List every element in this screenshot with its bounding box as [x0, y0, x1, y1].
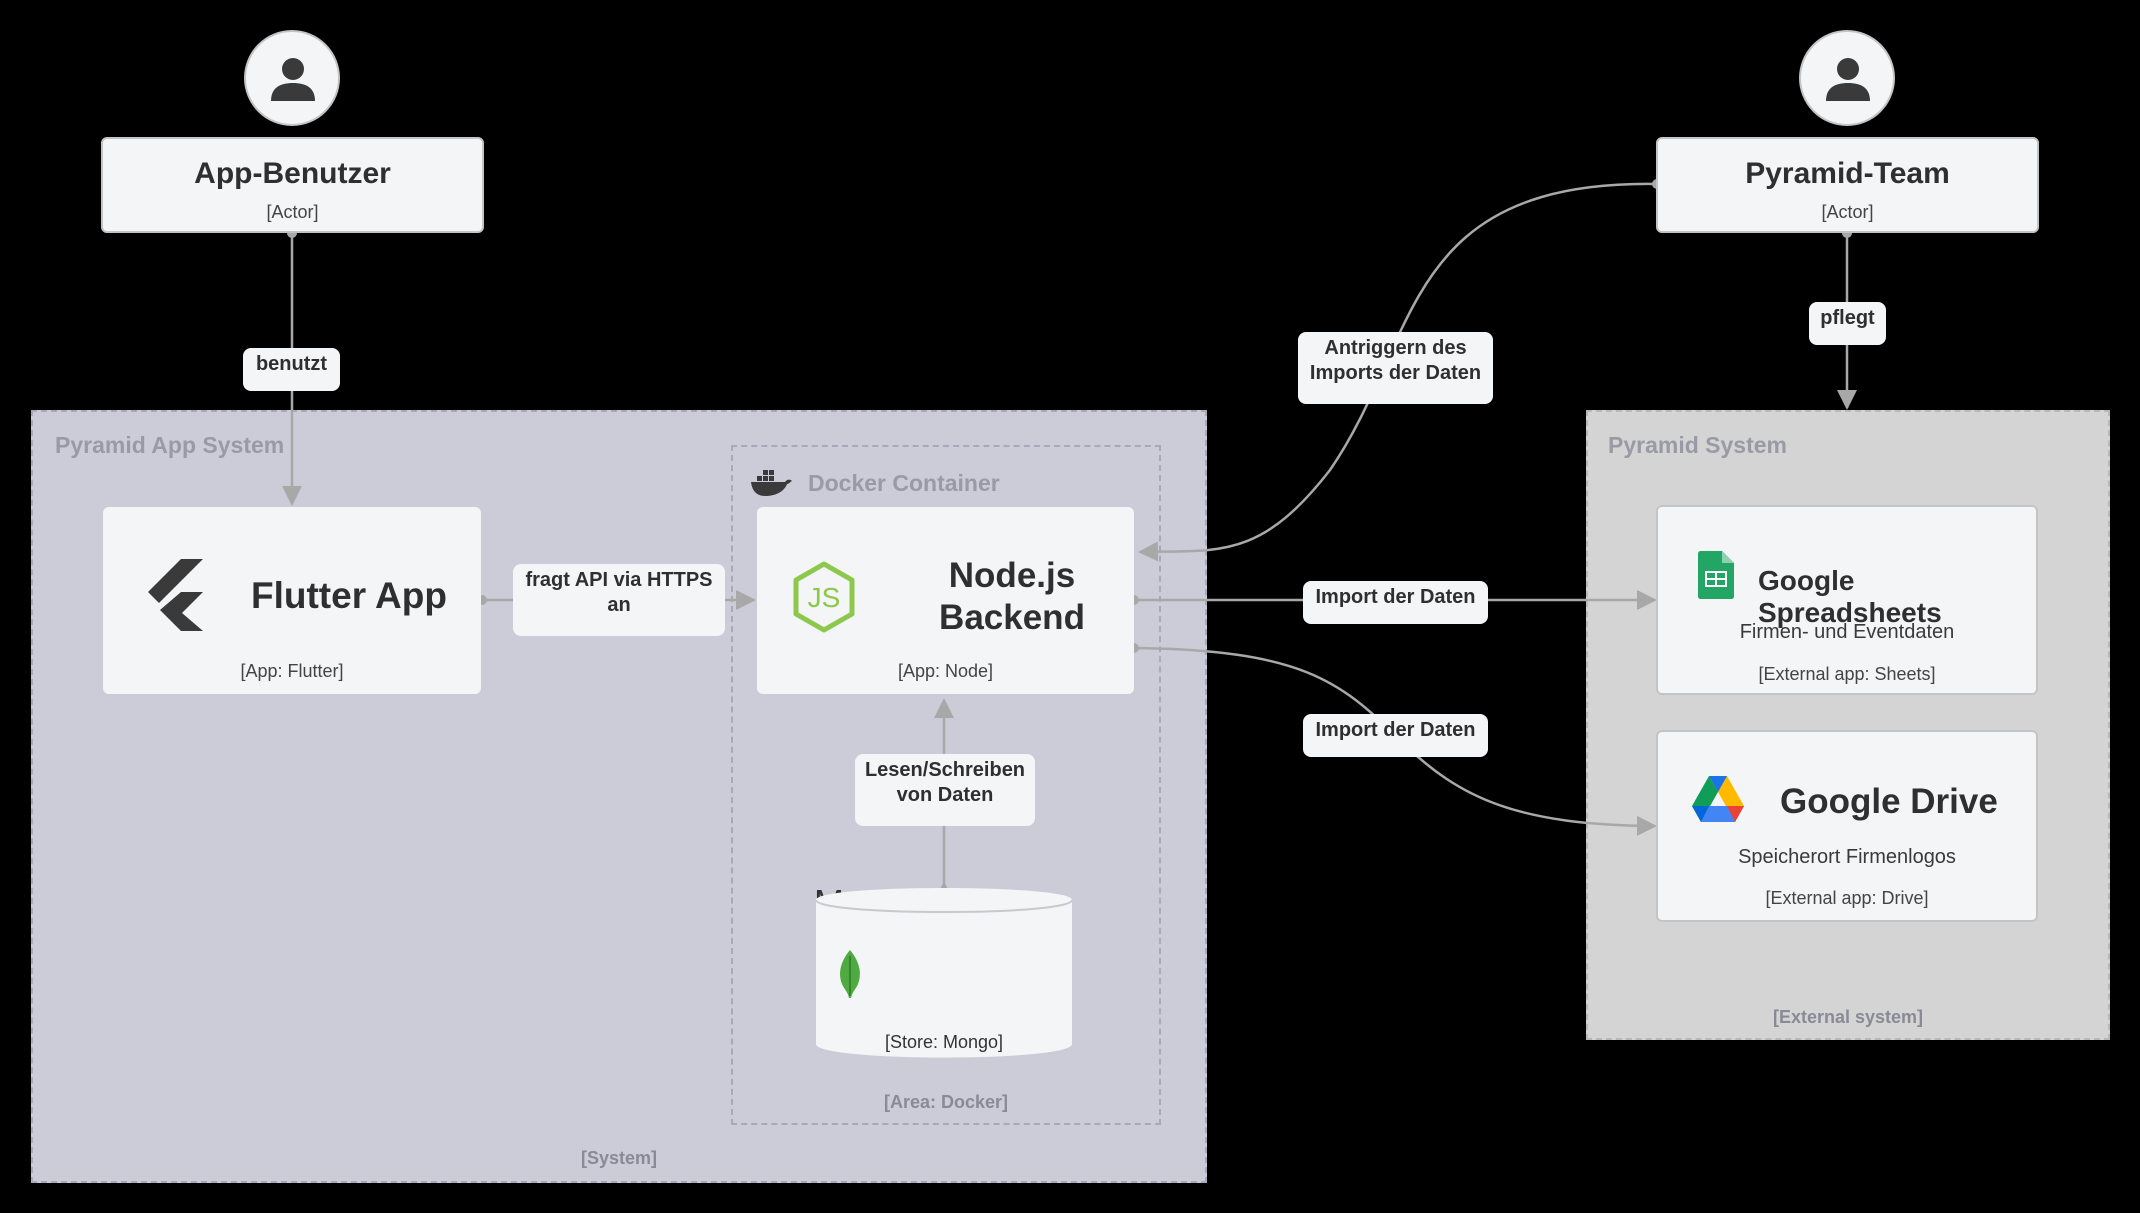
edge-label-trigger-line2: Imports der Daten — [1309, 362, 1482, 384]
docker-tag: [Area: Docker] — [883, 1092, 1009, 1112]
google-drive-name: Google Drive — [1780, 782, 1998, 821]
team-name: Pyramid-Team — [1745, 157, 1950, 190]
flutter-app-node[interactable]: Flutter App [App: Flutter] — [103, 507, 481, 694]
node-backend-tag: [App: Node] — [897, 661, 994, 681]
mongodb-tag: [Store: Mongo] — [884, 1032, 1004, 1052]
app-system-title: Pyramid App System — [55, 432, 285, 458]
edge-label-import-sheets: Import der Daten — [1303, 581, 1488, 624]
person-icon — [271, 58, 315, 101]
nodejs-icon: JS — [793, 561, 855, 633]
edge-label-rw-line1: Lesen/Schreiben — [864, 759, 1026, 781]
edge-label-trigger: Antriggern des Imports der Daten — [1298, 332, 1493, 404]
google-drive-node[interactable]: Google Drive Speicherort Firmenlogos [Ex… — [1656, 730, 2038, 922]
edge-team-to-node — [1138, 182, 1658, 562]
external-system-title: Pyramid System — [1608, 432, 1787, 458]
edge-label-rw-line2: von Daten — [896, 784, 994, 806]
google-spreadsheets-node[interactable]: Google Spreadsheets Firmen- und Eventdat… — [1656, 505, 2038, 695]
node-backend-name-line1: Node.js — [948, 556, 1076, 595]
edge-label-api: fragt API via HTTPS an — [513, 564, 725, 636]
edge-label-trigger-line1: Antriggern des — [1324, 337, 1467, 359]
google-sheets-icon — [1698, 551, 1734, 599]
mongodb-store[interactable]: MongoDB [Store: Mongo] — [814, 882, 1074, 1062]
team-actor[interactable]: Pyramid-Team [Actor] — [1656, 137, 2039, 233]
edge-label-benutzt: benutzt — [243, 348, 340, 391]
google-spreadsheets-desc: Firmen- und Eventdaten — [1739, 621, 1955, 643]
google-spreadsheets-tag: [External app: Sheets] — [1758, 664, 1936, 684]
app-user-tag: [Actor] — [266, 202, 319, 222]
edge-label-api-line1: fragt API via HTTPS — [525, 569, 713, 591]
docker-title: Docker Container — [808, 470, 1000, 496]
flutter-app-tag: [App: Flutter] — [240, 661, 344, 681]
docker-icon — [749, 467, 793, 502]
edge-label-pflegt: pflegt — [1809, 302, 1886, 345]
flutter-icon — [148, 559, 203, 631]
node-backend-name-line2: Backend — [939, 598, 1085, 637]
edge-label-import-drive: Import der Daten — [1303, 714, 1488, 757]
edge-label-api-line2: an — [607, 594, 631, 616]
app-user-name: App-Benutzer — [194, 157, 391, 190]
google-drive-desc: Speicherort Firmenlogos — [1738, 846, 1956, 868]
edge-label-read-write: Lesen/Schreiben von Daten — [855, 754, 1035, 826]
google-drive-icon — [1692, 776, 1744, 822]
google-spreadsheets-name: Google Spreadsheets — [1758, 565, 1942, 628]
external-system-tag: [External system] — [1772, 1007, 1924, 1027]
team-avatar — [1799, 30, 1895, 126]
node-backend-name: Node.js Backend — [897, 555, 1127, 639]
team-tag: [Actor] — [1821, 202, 1874, 222]
mongodb-icon — [840, 950, 860, 998]
google-drive-tag: [External app: Drive] — [1765, 888, 1929, 908]
node-backend-node[interactable]: JS Node.js Backend [App: Node] — [757, 507, 1134, 694]
svg-text:JS: JS — [808, 582, 841, 613]
flutter-app-name: Flutter App — [251, 575, 447, 616]
person-icon — [1826, 58, 1870, 101]
docker-container-boundary: Docker Container [Area: Docker] — [731, 445, 1161, 1125]
app-user-avatar — [244, 30, 340, 126]
app-system-tag: [System] — [580, 1148, 658, 1168]
cylinder-shape — [815, 888, 1073, 1058]
app-user-actor[interactable]: App-Benutzer [Actor] — [101, 137, 484, 233]
